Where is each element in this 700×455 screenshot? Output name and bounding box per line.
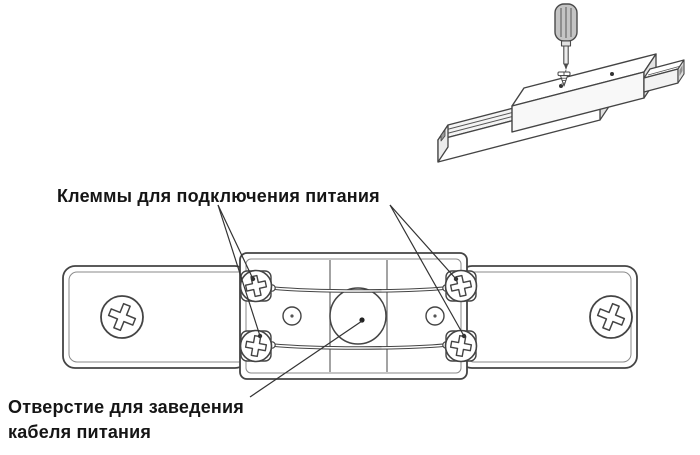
middle-bevel	[245, 258, 462, 374]
screwdriver-tip	[563, 64, 569, 70]
terminal-top-left	[239, 269, 273, 303]
connector-top-view	[62, 252, 638, 380]
leader-dot-br	[461, 333, 467, 339]
terminal-bottom-left	[239, 329, 273, 363]
label-terminals: Клеммы для подключения питания	[57, 186, 380, 206]
connector-body-iso	[511, 53, 685, 133]
screwdriver-ferrule	[560, 40, 572, 47]
label-cable-hole-line1: Отверстие для заведения	[8, 397, 244, 417]
terminal-screw-cross	[449, 334, 473, 358]
terminal-screw-cross	[449, 274, 473, 298]
leader-cable-hole	[249, 320, 363, 398]
right-small-hole-dot	[433, 314, 437, 318]
terminal-screw-cross	[244, 334, 268, 358]
terminal-top-right	[444, 269, 478, 303]
leader-terminal-tl	[217, 204, 254, 280]
bottom-wire-highlight	[271, 344, 447, 349]
right-end-screw-cross	[596, 302, 626, 332]
rail-slot-opening	[440, 129, 446, 142]
top-wire-highlight	[271, 287, 447, 292]
leader-terminal-bl	[217, 204, 261, 337]
screw-hole-dot-1	[559, 84, 563, 88]
leader-terminal-br	[389, 204, 465, 337]
terminal-screw-cross	[244, 274, 268, 298]
cable-entry-boss	[329, 287, 387, 345]
left-end-screw-cross	[107, 302, 137, 332]
left-small-hole-dot	[290, 314, 294, 318]
left-end-screw	[100, 295, 144, 339]
plug-contact-slot	[679, 65, 683, 76]
label-cable-hole-line2: кабеля питания	[8, 422, 152, 442]
plug-slot-line	[647, 66, 680, 76]
screwdriver	[554, 3, 578, 87]
screw-hole-dot-2	[610, 72, 614, 76]
terminal-bottom-right	[444, 329, 478, 363]
right-end-screw	[589, 295, 633, 339]
leader-dot-bl	[257, 333, 263, 339]
floating-screw	[557, 71, 571, 87]
label-cable-hole: Отверстие для заведения кабеля питания	[8, 395, 244, 445]
leader-dot-tr	[453, 276, 459, 282]
leader-lines	[217, 204, 467, 398]
leader-terminal-tr	[389, 204, 457, 280]
leader-dot-tl	[250, 276, 256, 282]
isometric-illustration	[437, 3, 685, 163]
left-wing-body	[62, 265, 248, 369]
screwdriver-shaft	[563, 45, 569, 65]
